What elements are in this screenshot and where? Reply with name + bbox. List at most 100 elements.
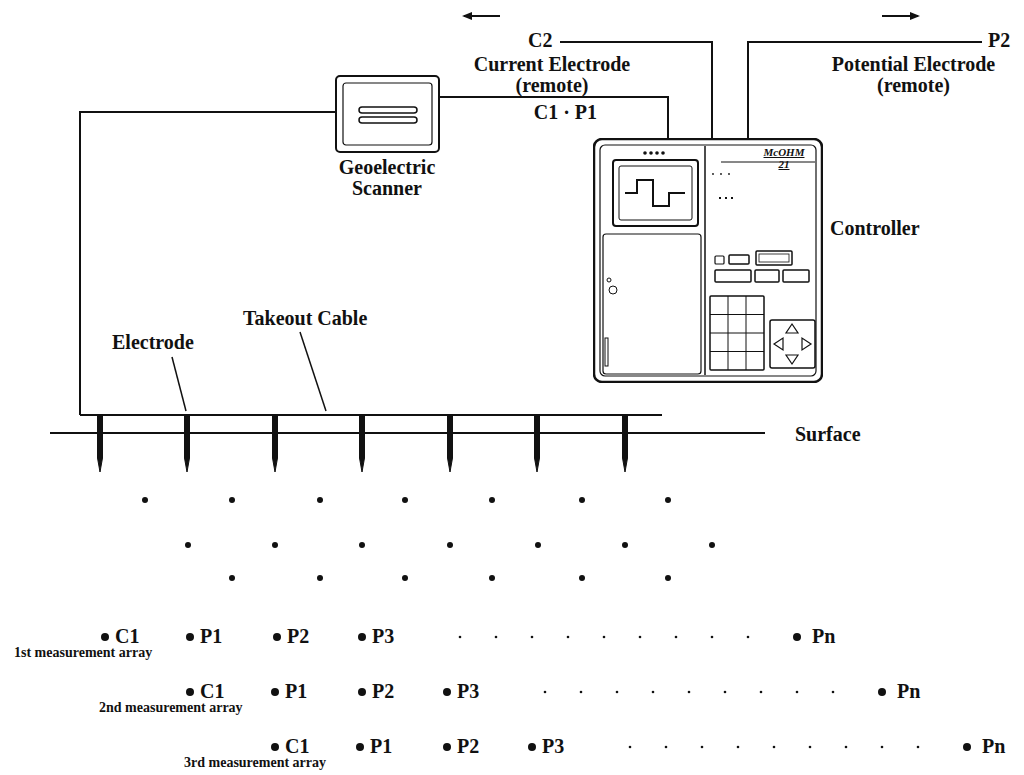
measurement-point (459, 636, 462, 639)
controller-part (600, 145, 816, 376)
measurement-point (579, 575, 585, 581)
measurement-point (356, 743, 364, 751)
measurement-point (665, 746, 668, 749)
measurement-point (273, 633, 281, 641)
measurement-point (579, 497, 585, 503)
electrode-name: P3 (457, 681, 479, 702)
controller-box: McOHM 21Controller (593, 138, 823, 383)
electrode-name: Pn (982, 736, 1005, 757)
scanner-slot (359, 117, 417, 123)
measurement-point (101, 633, 109, 641)
measurement-point (760, 691, 763, 694)
measurement-point (796, 691, 799, 694)
indicator-led (649, 151, 653, 155)
measurement-point (142, 497, 148, 503)
array-caption: 2nd measurement array (99, 701, 243, 716)
arrow-head (910, 12, 920, 20)
measurement-point (229, 575, 235, 581)
controller-part (613, 160, 698, 226)
keypad-grid (710, 351, 764, 352)
controller-outline (593, 138, 823, 383)
controller-part (603, 234, 701, 374)
measurement-point (402, 497, 408, 503)
electrode-name: Pn (812, 626, 835, 647)
keypad-grid (710, 333, 764, 334)
indicator-led (655, 151, 659, 155)
array-caption: 1st measurement array (14, 646, 152, 661)
signal-wire (440, 97, 668, 138)
measurement-point (832, 691, 835, 694)
electrode-name: P2 (287, 626, 309, 647)
indicator-led (643, 151, 647, 155)
waveform (625, 180, 685, 206)
measurement-point (317, 497, 323, 503)
measurement-point (665, 497, 671, 503)
electrode-rod (273, 415, 278, 472)
controller-part (770, 320, 815, 368)
indicator-led (661, 151, 665, 155)
takeout-cable (80, 414, 662, 416)
controller-part (715, 256, 724, 264)
controller-part (783, 270, 809, 282)
measurement-point (809, 746, 812, 749)
measurement-point (185, 542, 191, 548)
indicator-dot (712, 173, 714, 175)
measurement-point (317, 575, 323, 581)
measurement-point (881, 746, 884, 749)
electrode-rod (360, 415, 365, 472)
measurement-point (443, 688, 451, 696)
electrode-name: P1 (370, 736, 392, 757)
measurement-point (359, 542, 365, 548)
measurement-point (629, 746, 632, 749)
electrode-name: Pn (897, 681, 920, 702)
measurement-point (845, 746, 848, 749)
controller-part (710, 296, 764, 370)
controller-part (594, 139, 822, 382)
arrow-head (462, 12, 472, 20)
controller-part (619, 166, 692, 220)
electrode-rod (185, 415, 190, 472)
electrode-caption: Current Electrode (remote) (452, 54, 652, 96)
controller-part (715, 270, 751, 282)
measurement-point (688, 691, 691, 694)
measurement-point (711, 636, 714, 639)
electrode-name: P3 (372, 626, 394, 647)
brand-name: McOHM 21 (761, 147, 807, 170)
measurement-point (535, 542, 541, 548)
measurement-point (701, 746, 704, 749)
electrode-name: P2 (372, 681, 394, 702)
measurement-point (567, 636, 570, 639)
electrode-rod (448, 415, 453, 472)
measurement-point (616, 691, 619, 694)
controller-part (759, 254, 789, 262)
indicator-dot (720, 173, 722, 175)
measurement-point (709, 542, 715, 548)
electrode-name: C1 (285, 736, 309, 757)
measurement-point (358, 633, 366, 641)
measurement-point (489, 497, 495, 503)
connector-port (607, 278, 611, 282)
controller-divider (704, 146, 706, 375)
scanner-outline (335, 75, 440, 153)
indicator-dot (728, 173, 730, 175)
electrode-name: P1 (285, 681, 307, 702)
controller-part (729, 255, 749, 264)
indicator-dot (719, 197, 733, 199)
measurement-point (724, 691, 727, 694)
keypad-grid (710, 314, 764, 315)
scanner-box: Geoelectric Scanner (335, 75, 440, 153)
electrode-name: P2 (457, 736, 479, 757)
measurement-point (639, 636, 642, 639)
leader-line (172, 357, 186, 411)
measurement-point (531, 636, 534, 639)
measurement-point (544, 691, 547, 694)
scanner-wire (80, 112, 335, 415)
part-label: Electrode (112, 332, 194, 353)
measurement-point (675, 636, 678, 639)
electrode-name: P2 (988, 30, 1010, 51)
electrode-rod (623, 415, 628, 472)
leader-line (300, 332, 326, 411)
scanner-housing (336, 76, 439, 152)
scanner-slot (359, 107, 417, 113)
